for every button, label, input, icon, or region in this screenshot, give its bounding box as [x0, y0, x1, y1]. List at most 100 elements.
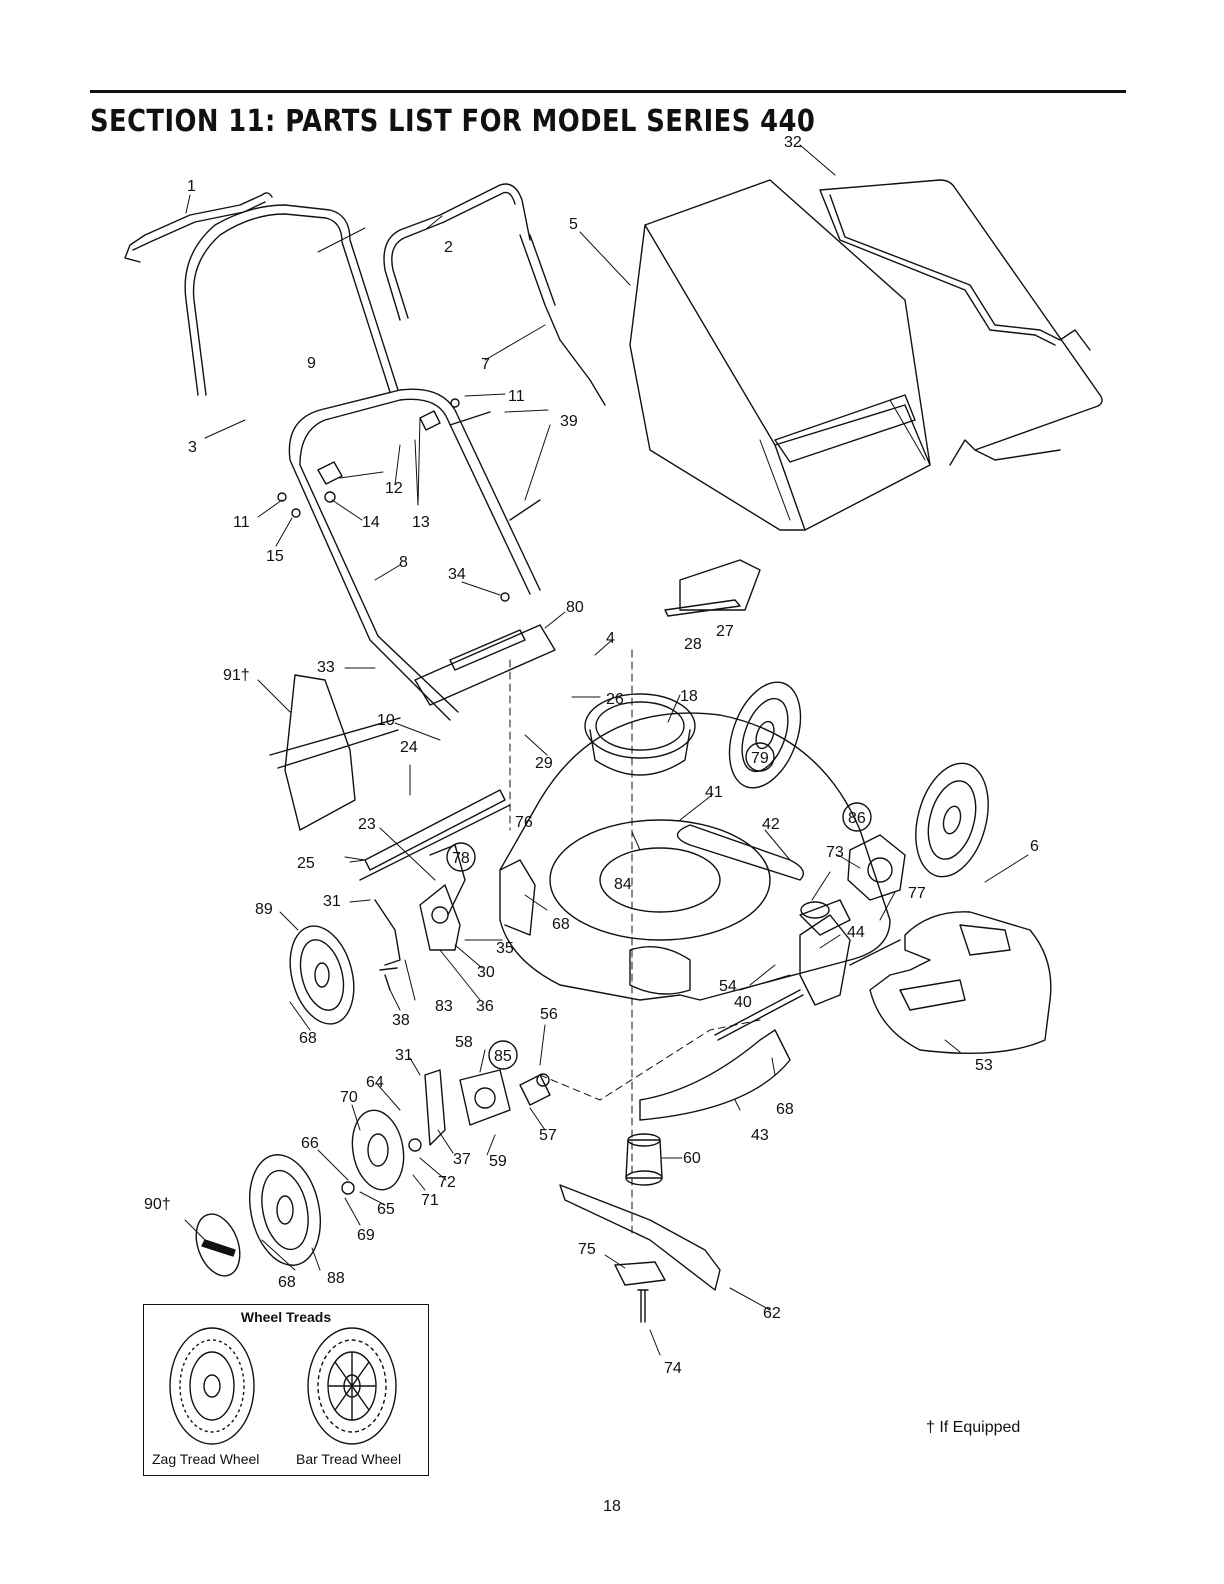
callout-44: 44 — [847, 924, 865, 941]
callout-85: 85 — [494, 1048, 512, 1065]
callout-29: 29 — [535, 755, 553, 772]
wheel-left-front-part — [289, 925, 355, 1025]
callout-65: 65 — [377, 1201, 395, 1218]
callout-60: 60 — [683, 1150, 701, 1167]
page-title: SECTION 11: PARTS LIST FOR MODEL SERIES … — [90, 104, 816, 139]
handle-panel-part — [414, 624, 556, 706]
callout-88: 88 — [327, 1270, 345, 1287]
drive-gear-part — [351, 1109, 405, 1191]
callout-36: 36 — [476, 998, 494, 1015]
callout-11b: 11 — [233, 514, 250, 531]
callout-78: 78 — [452, 850, 470, 867]
callout-41: 41 — [705, 784, 723, 801]
wheel-left-rear-part — [249, 1154, 321, 1266]
page-number: 18 — [603, 1498, 621, 1515]
wheel-tread-illustrations — [169, 1327, 397, 1445]
callout-38: 38 — [392, 1012, 410, 1029]
rear-height-adjuster-part — [459, 1069, 511, 1126]
wheel-rear-right-part — [915, 762, 989, 878]
callout-68c: 68 — [776, 1101, 794, 1118]
callout-31a: 31 — [323, 893, 341, 910]
callout-83: 83 — [435, 998, 453, 1015]
callout-12: 12 — [385, 480, 403, 497]
lower-handle-part — [288, 388, 541, 721]
callout-76: 76 — [515, 814, 533, 831]
callout-68b: 68 — [299, 1030, 317, 1047]
callout-circle-79 — [745, 742, 775, 772]
callout-54: 54 — [719, 978, 737, 995]
callout-26: 26 — [606, 691, 624, 708]
callout-57: 57 — [539, 1127, 557, 1144]
callout-2: 2 — [444, 239, 453, 256]
callout-40: 40 — [734, 994, 752, 1011]
front-baffle-part — [639, 1029, 791, 1121]
callout-9: 9 — [307, 355, 316, 372]
leader-lines — [184, 144, 1029, 1356]
callout-14: 14 — [362, 514, 380, 531]
zag-tread-wheel-illustration — [169, 1327, 255, 1445]
callout-28: 28 — [684, 636, 702, 653]
mulch-plug-part — [269, 674, 401, 831]
transmission-part — [799, 914, 851, 1006]
callout-68d: 68 — [278, 1274, 296, 1291]
callout-79: 79 — [751, 750, 769, 767]
callout-circle-78 — [446, 842, 476, 872]
callout-89: 89 — [255, 901, 273, 918]
chute-deflector-part — [664, 559, 761, 617]
callout-11a: 11 — [508, 388, 525, 405]
height-adjuster-part — [419, 884, 461, 951]
callout-13: 13 — [412, 514, 430, 531]
upper-control-bar-part — [124, 192, 273, 263]
callout-27: 27 — [716, 623, 734, 640]
bar-tread-caption: Bar Tread Wheel — [296, 1451, 402, 1467]
bar-tread-wheel-illustration — [307, 1327, 397, 1445]
callout-56: 56 — [540, 1006, 558, 1023]
handle-knob-part — [317, 410, 441, 485]
callout-43: 43 — [751, 1127, 769, 1144]
callout-31b: 31 — [395, 1047, 413, 1064]
callout-80: 80 — [566, 599, 584, 616]
callout-circle-86 — [842, 802, 872, 832]
callout-53: 53 — [975, 1057, 993, 1074]
callout-8: 8 — [399, 554, 408, 571]
callout-labels: 1 2 3 4 5 6 7 8 9 10 11 11 12 13 14 15 1… — [144, 134, 1039, 1377]
hubcap-part — [195, 1213, 241, 1277]
callout-91: 91† — [223, 667, 250, 684]
callout-24: 24 — [400, 739, 418, 756]
callout-66: 66 — [301, 1135, 319, 1152]
header-rule — [90, 90, 1126, 93]
wheel-treads-title: Wheel Treads — [240, 1309, 332, 1325]
grass-bag-part — [629, 179, 931, 531]
if-equipped-footnote: † If Equipped — [926, 1419, 1021, 1436]
callout-59: 59 — [489, 1153, 507, 1170]
callout-90: 90† — [144, 1196, 171, 1213]
drive-belt-part — [676, 824, 804, 881]
callout-77: 77 — [908, 885, 926, 902]
drive-cable-part — [519, 234, 606, 406]
blade-part — [559, 1184, 721, 1291]
zag-tread-caption: Zag Tread Wheel — [152, 1451, 260, 1467]
callout-68a: 68 — [552, 916, 570, 933]
callout-64: 64 — [366, 1074, 384, 1091]
mower-deck-part — [499, 712, 891, 1001]
callout-10: 10 — [377, 712, 395, 729]
callout-23: 23 — [358, 816, 376, 833]
callout-39: 39 — [560, 413, 578, 430]
callout-42: 42 — [762, 816, 780, 833]
callout-33: 33 — [317, 659, 335, 676]
wheel-treads-panel: Wheel Treads Zag Tread Wheel Bar Tread W… — [143, 1304, 429, 1476]
callout-6: 6 — [1030, 838, 1039, 855]
callout-34: 34 — [448, 566, 466, 583]
callout-73: 73 — [826, 844, 844, 861]
callout-7: 7 — [481, 356, 490, 373]
callout-69: 69 — [357, 1227, 375, 1244]
callout-71: 71 — [421, 1192, 439, 1209]
blade-washer-part — [614, 1261, 666, 1286]
callout-86: 86 — [848, 810, 866, 827]
upper-handle-part — [184, 204, 399, 396]
callout-35: 35 — [496, 940, 514, 957]
callout-70: 70 — [340, 1089, 358, 1106]
rear-cover-part — [869, 911, 1052, 1055]
callout-15: 15 — [266, 548, 284, 565]
